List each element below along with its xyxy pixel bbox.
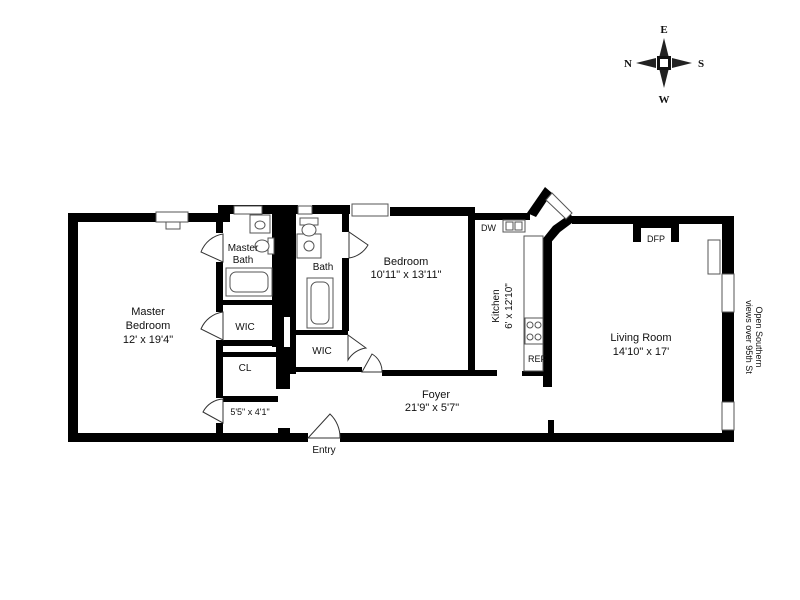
door-bedroom (361, 353, 383, 373)
fixture-labels: DW REF DFP (481, 223, 665, 364)
window-master-bedroom (155, 211, 189, 223)
kitchen-name: Kitchen (491, 289, 502, 322)
bath-name: Bath (313, 262, 334, 273)
bedroom-dims: 10'11" x 13'11" (371, 269, 442, 281)
master-bath-name-1: Master (228, 243, 259, 254)
kitchen-counter (523, 235, 544, 372)
window-kitchen-bay (545, 192, 573, 220)
doors (200, 231, 383, 439)
window-living-2 (721, 401, 735, 431)
master-bedroom-name-1: Master (131, 306, 165, 318)
entry-label: Entry (312, 445, 335, 456)
living-room-name: Living Room (610, 332, 671, 344)
window-master-bath (233, 205, 263, 215)
fixtures (225, 214, 679, 372)
interior-walls (216, 205, 554, 441)
door-bath (348, 231, 369, 259)
closet-name: CL (239, 363, 252, 374)
wic-1-name: WIC (235, 322, 254, 333)
foyer-name: Foyer (422, 389, 450, 401)
door-master-wic (200, 311, 224, 341)
window-living-1 (721, 273, 735, 313)
refrigerator-label: REF (528, 354, 547, 364)
view-note-line1: Open Southern (754, 306, 764, 367)
door-entry-closet (202, 398, 224, 424)
room-labels: Master Bedroom 12' x 19'4" Master Bath B… (123, 243, 672, 417)
compass-north: N (624, 58, 632, 70)
compass-west: W (659, 94, 670, 106)
exterior-walls (68, 187, 734, 442)
door-master-bath (200, 233, 224, 263)
window-bath (297, 205, 313, 215)
compass-rose: E N S W (624, 24, 704, 106)
compass-east: E (660, 24, 667, 36)
door-entry[interactable] (306, 413, 341, 439)
master-bedroom-dims: 12' x 19'4" (123, 334, 173, 346)
windows (155, 192, 735, 431)
foyer-dims: 21'9" x 5'7" (405, 402, 459, 414)
bedroom-name: Bedroom (384, 256, 429, 268)
living-room-dims: 14'10" x 17' (613, 346, 669, 358)
view-note-line2: views over 95th St (744, 300, 754, 374)
door-wic (347, 334, 368, 362)
entry-closet-dims: 5'5" x 4'1" (230, 407, 269, 417)
kitchen-dims: 6' x 12'10" (504, 283, 515, 329)
compass-south: S (698, 58, 704, 70)
fireplace-label: DFP (647, 234, 665, 244)
master-bedroom-name-2: Bedroom (126, 320, 171, 332)
fireplace (633, 224, 679, 242)
window-bedroom (351, 203, 389, 217)
dishwasher-label: DW (481, 223, 496, 233)
wic-2-name: WIC (312, 346, 331, 357)
master-bath-name-2: Bath (233, 255, 254, 266)
kitchen-stove (524, 317, 544, 345)
